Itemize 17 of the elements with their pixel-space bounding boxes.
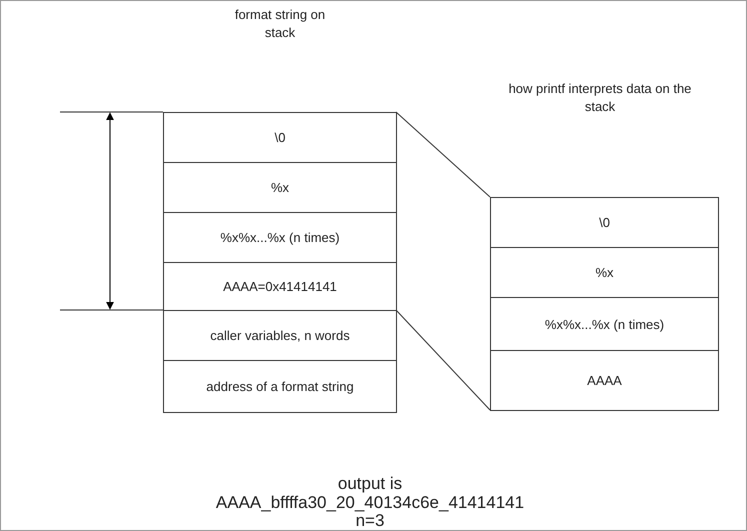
stack-cell: AAAA	[490, 350, 719, 411]
stack-cell: %x	[163, 162, 397, 213]
stack-cell: caller variables, n words	[163, 310, 397, 361]
stack-cell: \0	[163, 112, 397, 163]
stack-cell: \0	[490, 197, 719, 248]
stack-cell: %x	[490, 247, 719, 298]
text-label: how printf interprets data on the stack	[508, 80, 692, 116]
text-label: AAAA_bffffa30_20_40134c6e_41414141	[214, 493, 526, 512]
text-label: n=3	[356, 511, 384, 530]
stack-cell: %x%x...%x (n times)	[490, 297, 719, 351]
zoom-line	[396, 310, 490, 410]
stack-cell: address of a format string	[163, 360, 397, 413]
stack-cell: %x%x...%x (n times)	[163, 212, 397, 263]
zoom-line	[396, 112, 490, 198]
text-label: output is	[336, 474, 404, 493]
text-label: format string on stack	[234, 6, 326, 42]
stack-cell: AAAA=0x41414141	[163, 262, 397, 311]
